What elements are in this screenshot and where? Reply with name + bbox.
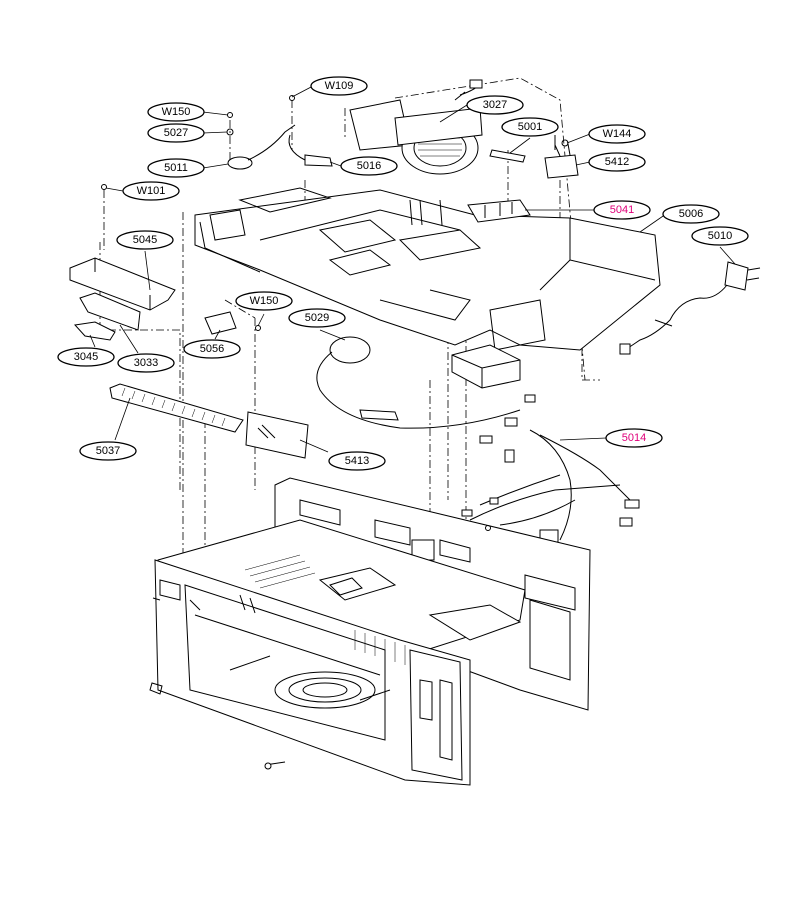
svg-text:5037: 5037: [96, 445, 120, 457]
svg-text:5041: 5041: [610, 204, 634, 216]
svg-text:5029: 5029: [305, 312, 329, 324]
callout-5056: 5056: [183, 339, 241, 359]
svg-text:3033: 3033: [134, 357, 158, 369]
part-5056: [204, 311, 261, 335]
svg-text:5413: 5413: [345, 455, 369, 467]
svg-text:5412: 5412: [605, 156, 629, 168]
svg-text:5011: 5011: [164, 162, 188, 174]
svg-text:3027: 3027: [483, 99, 507, 111]
leader-lines: [89, 85, 736, 453]
callout-5029: 5029: [288, 308, 346, 328]
svg-text:5056: 5056: [200, 343, 224, 355]
callout-3027: 3027: [466, 95, 524, 115]
svg-text:5045: 5045: [133, 234, 157, 246]
part-5041: [467, 199, 531, 223]
wire-harness-5014: [461, 429, 640, 543]
svg-text:3045: 3045: [74, 351, 98, 363]
callout-5412: 5412: [588, 152, 646, 172]
part-3045: [74, 321, 116, 341]
vent-grille-5037: [109, 383, 244, 433]
svg-text:5014: 5014: [622, 432, 646, 444]
callout-5006: 5006: [662, 204, 720, 224]
callout-5045: 5045: [116, 230, 174, 250]
callout-5010: 5010: [691, 226, 749, 246]
callout-3033: 3033: [117, 353, 175, 373]
svg-text:W144: W144: [603, 128, 632, 140]
bracket-5045: [69, 257, 176, 331]
callout-5016: 5016: [340, 156, 398, 176]
part-5001: [489, 149, 526, 163]
svg-text:5016: 5016: [357, 160, 381, 172]
callout-5014: 5014: [605, 428, 663, 448]
svg-text:W150: W150: [250, 295, 279, 307]
part-5412: [544, 139, 579, 179]
callout-w109: W109: [310, 76, 368, 96]
callout-w150-top: W150: [147, 102, 205, 122]
callout-3045: 3045: [57, 347, 115, 367]
callout-w101: W101: [122, 181, 180, 201]
svg-text:W109: W109: [325, 80, 354, 92]
screws: [264, 525, 491, 770]
power-cord-5010: [619, 261, 761, 355]
base-plate-5006: [194, 187, 661, 389]
oven-chassis: [149, 477, 591, 786]
callout-w144: W144: [588, 124, 646, 144]
svg-text:5027: 5027: [164, 127, 188, 139]
svg-text:5010: 5010: [708, 230, 732, 242]
svg-text:5006: 5006: [679, 208, 703, 220]
part-drawings: [69, 77, 761, 786]
callout-labels: W109 W150 5027 3027 5001 W144 5011 5016 …: [57, 76, 749, 471]
callout-w150-mid: W150: [235, 291, 293, 311]
callout-5037: 5037: [79, 441, 137, 461]
callout-5001: 5001: [501, 117, 559, 137]
callout-5041: 5041: [593, 200, 651, 220]
svg-text:5001: 5001: [518, 121, 542, 133]
svg-text:W101: W101: [137, 185, 166, 197]
fan-motor-3027: [349, 79, 483, 175]
callout-5413: 5413: [328, 451, 386, 471]
svg-text:W150: W150: [162, 106, 191, 118]
glass-panel-5413: [245, 411, 309, 459]
callout-5027: 5027: [147, 123, 205, 143]
callout-5011: 5011: [147, 158, 205, 178]
part-5011-5016: [101, 95, 556, 190]
motor-5029: [316, 336, 536, 429]
